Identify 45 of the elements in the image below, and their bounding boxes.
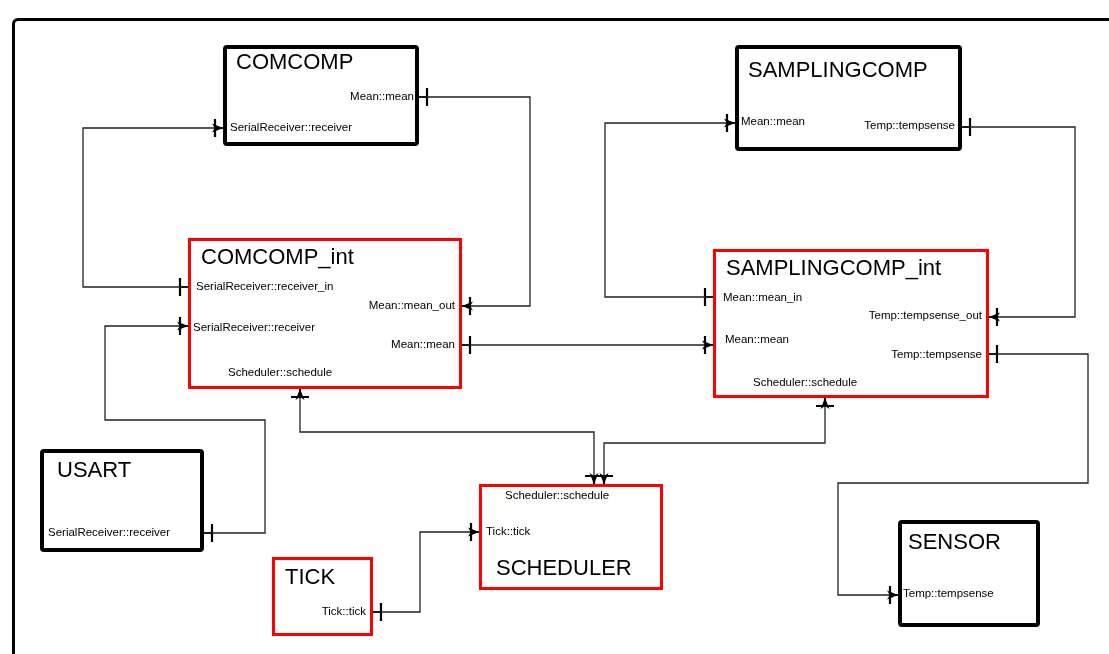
component-box <box>479 484 663 590</box>
component-box <box>188 238 462 389</box>
port-label: Mean::mean <box>391 339 455 351</box>
port-label: Mean::mean <box>725 334 789 346</box>
connector-arrow <box>295 388 599 485</box>
connector-arrow <box>372 527 480 613</box>
connector-arrow <box>82 123 224 288</box>
connector-arrow <box>604 118 736 298</box>
port-label: Mean::mean <box>350 91 414 103</box>
component-title: TICK <box>285 566 336 588</box>
port-label: Scheduler::schedule <box>228 367 333 379</box>
component-box <box>223 45 419 146</box>
component-box <box>713 249 989 398</box>
port-label: SerialReceiver::receiver <box>193 322 316 334</box>
port-label: Temp::tempsense_out <box>868 310 982 322</box>
component-title: SCHEDULER <box>496 557 632 579</box>
port-label: Temp::tempsense <box>903 588 994 600</box>
component-title: USART <box>57 459 132 481</box>
port-label: Mean::mean_out <box>368 300 455 312</box>
port-label: SerialReceiver::receiver <box>230 122 353 134</box>
connector-arrow <box>461 340 714 350</box>
component-title: SENSOR <box>908 531 1001 553</box>
port-label: Tick::tick <box>321 606 366 618</box>
component-box <box>898 520 1040 627</box>
connector-arrow <box>418 96 531 311</box>
port-label: Temp::tempsense <box>891 349 982 361</box>
connector-arrow <box>961 126 1076 322</box>
port-label: SerialReceiver::receiver <box>48 527 171 539</box>
port-label: Mean::mean <box>741 116 805 128</box>
port-label: SerialReceiver::receiver_in <box>196 281 334 293</box>
component-title: SAMPLINGCOMP_int <box>726 257 942 279</box>
component-title: COMCOMP_int <box>201 246 354 268</box>
component-title: COMCOMP <box>236 51 354 73</box>
port-label: Mean::mean_in <box>723 292 803 304</box>
component-box <box>40 449 204 552</box>
connector-arrow <box>104 321 266 534</box>
port-label: Tick::tick <box>486 526 531 538</box>
port-label: Temp::tempsense <box>864 120 955 132</box>
port-label: Scheduler::schedule <box>753 377 858 389</box>
port-label: Scheduler::schedule <box>505 490 610 502</box>
component-box <box>735 45 962 151</box>
component-box <box>272 557 373 636</box>
component-title: SAMPLINGCOMP <box>748 59 928 81</box>
connector-arrow <box>599 397 830 485</box>
connector-arrow <box>837 353 1089 600</box>
